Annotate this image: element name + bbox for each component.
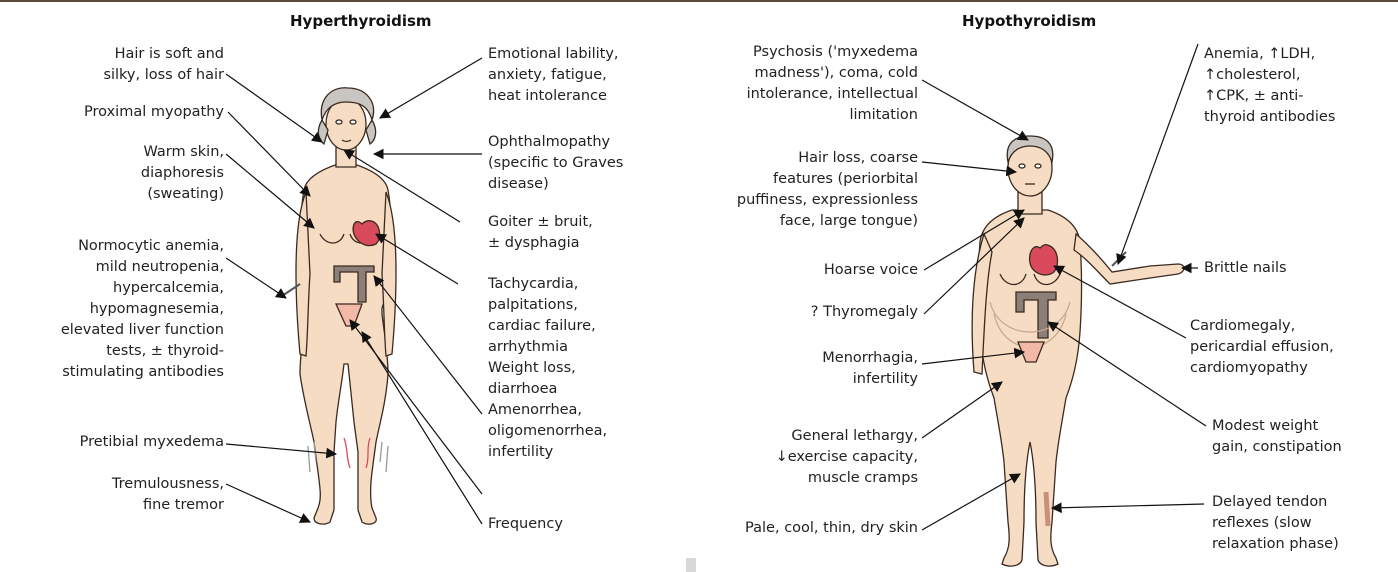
hypo-title: Hypothyroidism xyxy=(962,12,1097,30)
hypo-label-thyromegaly: ? Thyromegaly xyxy=(810,304,918,320)
hyper-label-goiter: Goiter ± bruit,± dysphagia xyxy=(488,214,593,251)
hypo-bowel xyxy=(1015,291,1057,339)
hyper-label-emotional: Emotional lability,anxiety, fatigue,heat… xyxy=(488,46,619,104)
hypo-label-lethargy: General lethargy,↓exercise capacity,musc… xyxy=(775,428,918,486)
hypo-leaders xyxy=(921,43,1207,531)
hypo-figure xyxy=(971,135,1185,567)
hypo-label-hoarse: Hoarse voice xyxy=(823,262,918,278)
hyper-label-myopathy: Proximal myopathy xyxy=(84,104,224,120)
hyper-leaders xyxy=(225,57,483,525)
hyper-label-myxedema: Pretibial myxedema xyxy=(79,434,224,450)
hyper-title: Hyperthyroidism xyxy=(290,12,432,30)
hypo-label-anemia: Anemia, ↑LDH,↑cholesterol,↑CPK, ± anti-t… xyxy=(1204,46,1336,125)
hypo-label-nails: Brittle nails xyxy=(1204,260,1287,276)
hyper-label-weight: Weight loss,diarrhoea xyxy=(488,360,576,397)
hypo-label-cardiomegaly: Cardiomegaly,pericardial effusion,cardio… xyxy=(1190,318,1334,376)
hyper-label-tachycardia: Tachycardia,palpitations,cardiac failure… xyxy=(488,276,596,355)
hyper-bowel xyxy=(333,265,375,303)
hypo-heart xyxy=(1028,244,1059,276)
hypo-label-menorrhagia: Menorrhagia,infertility xyxy=(822,350,918,387)
hypo-label-skin: Pale, cool, thin, dry skin xyxy=(745,520,918,536)
hyper-label-skin: Warm skin,diaphoresis(sweating) xyxy=(140,144,224,202)
page-divider-mark xyxy=(686,558,696,572)
hyper-label-labs: Normocytic anemia,mild neutropenia,hyper… xyxy=(60,238,224,380)
hyper-figure xyxy=(295,87,397,525)
hyper-label-tremor: Tremulousness,fine tremor xyxy=(111,476,224,513)
hyper-heart xyxy=(352,220,381,247)
hyper-label-amenorrhea: Amenorrhea,oligomenorrhea,infertility xyxy=(488,402,608,460)
hyper-label-frequency: Frequency xyxy=(488,516,563,532)
hyper-body xyxy=(299,163,392,525)
